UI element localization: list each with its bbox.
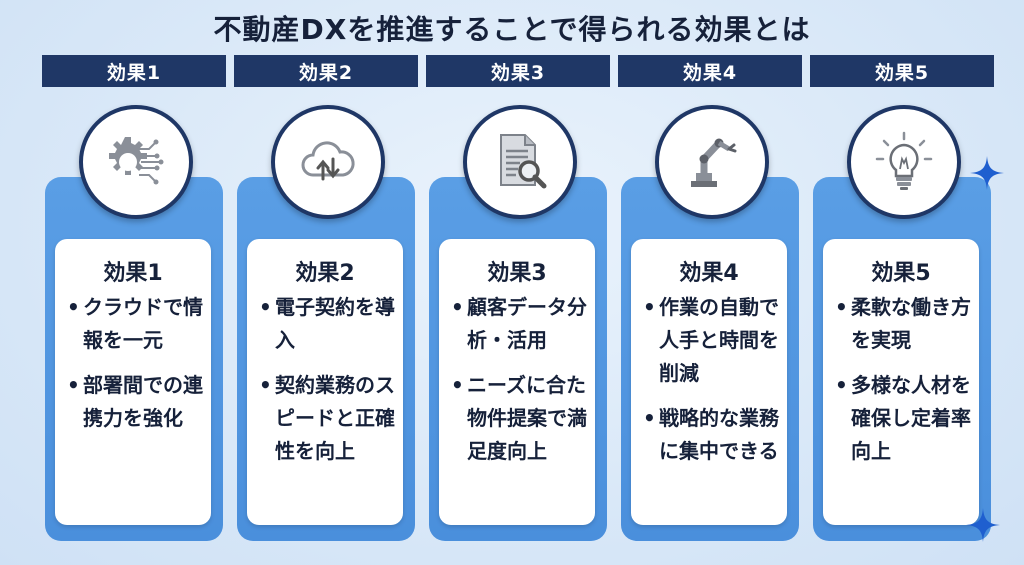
effect-content-card: 効果1 クラウドで情報を一元 部署間での連携力を強化 xyxy=(55,239,211,525)
effect-header: 効果3 xyxy=(426,55,610,87)
effect-card-title: 効果2 xyxy=(295,261,355,286)
bullet-item: 契約業務のスピードと正確性を向上 xyxy=(257,369,401,468)
icon-badge xyxy=(271,105,385,219)
effect-content-card: 効果3 顧客データ分析・活用 ニーズに合た物件提案で満足度向上 xyxy=(439,239,595,525)
bullet-item: 顧客データ分析・活用 xyxy=(449,291,593,357)
cloud-sync-icon xyxy=(301,141,355,181)
effect-header: 効果5 xyxy=(810,55,994,87)
effect-header: 効果2 xyxy=(234,55,418,87)
bullet-item: 戦略的な業務に集中できる xyxy=(641,402,785,468)
effect-content-card: 効果2 電子契約を導入 契約業務のスピードと正確性を向上 xyxy=(247,239,403,525)
effect-card-title: 効果4 xyxy=(679,261,739,286)
effect-content-card: 効果4 作業の自動で人手と時間を削減 戦略的な業務に集中できる xyxy=(631,239,787,525)
icon-badge xyxy=(463,105,577,219)
effect-card-title: 効果1 xyxy=(103,261,163,286)
icon-badge xyxy=(847,105,961,219)
bullet-item: ニーズに合た物件提案で満足度向上 xyxy=(449,369,593,468)
effect-column-2: 効果2 効果2 電子契約を導入 契約業務のスピードと正確性を向上 xyxy=(234,55,418,550)
effect-header: 効果1 xyxy=(42,55,226,87)
bullet-item: 部署間での連携力を強化 xyxy=(65,369,209,435)
icon-badge xyxy=(655,105,769,219)
gear-circuit-icon xyxy=(109,137,164,185)
document-search-icon xyxy=(500,134,547,189)
effect-column-4: 効果4 効果4 作業の自動で人手と時間を削減 戦略的な業務に集中できる xyxy=(618,55,802,550)
bullet-list: 柔軟な働き方を実現 多様な人材を確保し定着率向上 xyxy=(833,291,977,480)
effect-card-title: 効果3 xyxy=(487,261,547,286)
lightbulb-icon xyxy=(875,131,933,190)
effect-column-5: 効果5 効果5 柔軟な働き方を実現 多様な人材を確保し定着率向上 xyxy=(810,55,994,550)
effect-column-1: 効果1 効果1 クラウドで情報を一元 部署間での連携力を強化 xyxy=(42,55,226,550)
sparkle-icon xyxy=(966,508,1000,542)
icon-badge xyxy=(79,105,193,219)
page-title: 不動産DXを推進することで得られる効果とは xyxy=(213,13,811,46)
bullet-list: 顧客データ分析・活用 ニーズに合た物件提案で満足度向上 xyxy=(449,291,593,480)
effect-card-title: 効果5 xyxy=(871,261,931,286)
effect-content-card: 効果5 柔軟な働き方を実現 多様な人材を確保し定着率向上 xyxy=(823,239,979,525)
sparkle-icon xyxy=(970,156,1004,190)
robot-arm-icon xyxy=(691,138,737,187)
bullet-list: 電子契約を導入 契約業務のスピードと正確性を向上 xyxy=(257,291,401,480)
bullet-item: クラウドで情報を一元 xyxy=(65,291,209,357)
bullet-item: 作業の自動で人手と時間を削減 xyxy=(641,291,785,390)
bullet-item: 多様な人材を確保し定着率向上 xyxy=(833,369,977,468)
bullet-list: 作業の自動で人手と時間を削減 戦略的な業務に集中できる xyxy=(641,291,785,480)
bullet-list: クラウドで情報を一元 部署間での連携力を強化 xyxy=(65,291,209,447)
bullet-item: 柔軟な働き方を実現 xyxy=(833,291,977,357)
effect-header: 効果4 xyxy=(618,55,802,87)
bullet-item: 電子契約を導入 xyxy=(257,291,401,357)
effect-column-3: 効果3 効果3 顧客データ分析・活用 ニーズに合た物件提案で満足度向上 xyxy=(426,55,610,550)
